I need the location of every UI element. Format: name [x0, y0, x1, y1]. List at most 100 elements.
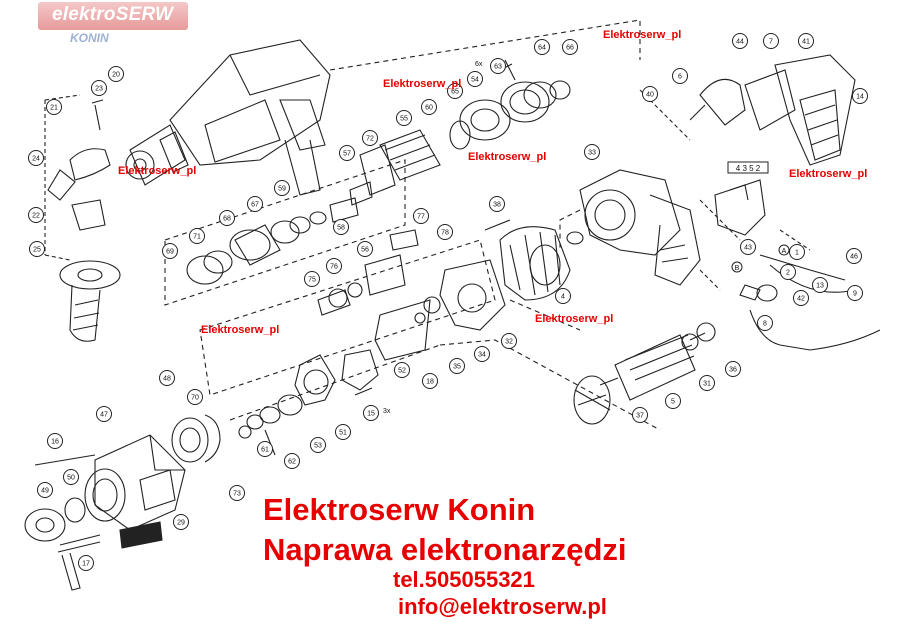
part-callout-circle: [699, 375, 715, 391]
part-number-label: 69: [166, 249, 174, 256]
part-callout-circle: [555, 288, 571, 304]
company-tagline: Naprawa elektronarzędzi: [263, 532, 627, 567]
part-number-label: 56: [361, 247, 369, 254]
part-number-label: 4: [561, 294, 565, 301]
watermark: Elektroserw_pl: [789, 168, 868, 180]
part-callout-circle: [396, 110, 412, 126]
part-number-label: 43: [744, 245, 752, 252]
part-callout-circle: [846, 248, 862, 264]
part-callout-circle: [274, 180, 290, 196]
quantity-3x-label: 3x: [383, 408, 391, 415]
part-callout-circle: [47, 433, 63, 449]
part-number-label: 71: [193, 234, 201, 241]
company-phone: tel.505055321: [393, 567, 535, 592]
part-callout-circle: [394, 362, 410, 378]
part-callout-circle: [162, 243, 178, 259]
part-callout-circle: [501, 333, 517, 349]
part-callout-circle: [798, 33, 814, 49]
part-number-label: 13: [816, 283, 824, 290]
company-email: info@elektroserw.pl: [398, 594, 607, 619]
svg-text:A: A: [782, 248, 787, 255]
part-number-label: 22: [32, 213, 40, 220]
part-number-label: 78: [441, 230, 449, 237]
company-name: Elektroserw Konin: [263, 492, 536, 527]
part-number-label: 59: [278, 186, 286, 193]
part-number-label: 61: [261, 447, 269, 454]
part-callout-circle: [173, 514, 189, 530]
motor-stator-drawing: [484, 219, 584, 301]
gear-housing-drawing: [24, 434, 186, 591]
quantity-6x-label: 6x: [475, 61, 483, 68]
part-callout-circle: [421, 99, 437, 115]
part-number-label: 38: [493, 202, 501, 209]
part-number-label: 53: [314, 443, 322, 450]
part-callout-circle: [413, 208, 429, 224]
part-number-label: 6: [678, 74, 682, 81]
gearbox-parts-lower: [171, 349, 379, 463]
part-number-callouts: 1245678913141516171820212223242529313233…: [28, 33, 868, 571]
part-callout-circle: [37, 482, 53, 498]
part-number-label: 7: [769, 39, 773, 46]
part-number-label: 48: [163, 376, 171, 383]
part-callout-circle: [847, 285, 863, 301]
watermark: Elektroserw_pl: [201, 324, 280, 336]
part-number-label: 33: [588, 150, 596, 157]
part-callout-circle: [335, 424, 351, 440]
part-number-label: 2: [786, 270, 790, 277]
part-callout-circle: [187, 389, 203, 405]
part-callout-circle: [740, 239, 756, 255]
part-number-label: 25: [33, 247, 41, 254]
part-callout-circle: [490, 58, 506, 74]
part-callout-circle: [789, 244, 805, 260]
part-callout-circle: [447, 83, 463, 99]
part-callout-circle: [257, 441, 273, 457]
watermark: Elektroserw_pl: [118, 165, 197, 177]
part-number-label: 65: [451, 89, 459, 96]
part-number-label: 9: [853, 291, 857, 298]
part-number-label: 68: [223, 216, 231, 223]
part-number-label: 14: [856, 94, 864, 101]
switch-cable-drawing: [689, 54, 881, 351]
watermark: Elektroserw_pl: [383, 78, 462, 90]
part-number-label: 20: [112, 72, 120, 79]
part-callout-circle: [757, 315, 773, 331]
part-callout-circle: [474, 346, 490, 362]
watermark: Elektroserw_pl: [603, 29, 682, 41]
part-number-label: 64: [538, 45, 546, 52]
part-number-label: 50: [67, 475, 75, 482]
part-callout-circle: [672, 68, 688, 84]
part-callout-circle: [339, 145, 355, 161]
marker-a: A: [778, 244, 790, 256]
part-callout-circle: [665, 393, 681, 409]
part-callout-circle: [642, 86, 658, 102]
part-number-label: 47: [100, 412, 108, 419]
part-callout-circle: [91, 80, 107, 96]
part-callout-circle: [467, 71, 483, 87]
part-callout-circle: [437, 224, 453, 240]
part-callout-circle: [189, 228, 205, 244]
part-callout-circle: [852, 88, 868, 104]
part-number-label: 29: [177, 520, 185, 527]
part-number-label: 31: [703, 381, 711, 388]
part-number-label: 73: [233, 491, 241, 498]
part-callout-circle: [29, 241, 45, 257]
part-number-label: 51: [339, 430, 347, 437]
part-callout-circle: [489, 196, 505, 212]
part-number-label: 57: [343, 151, 351, 158]
part-number-label: 36: [729, 367, 737, 374]
part-number-label: 37: [636, 413, 644, 420]
part-number-label: 75: [308, 277, 316, 284]
part-number-label: 8: [763, 321, 767, 328]
part-callout-circle: [780, 264, 796, 280]
part-callout-circle: [584, 144, 600, 160]
part-number-label: 42: [797, 296, 805, 303]
part-number-label: 63: [494, 64, 502, 71]
drill-body-drawing: [125, 39, 331, 196]
switch-code-box: 4 3 5 2: [727, 161, 769, 174]
part-number-label: 67: [251, 202, 259, 209]
part-callout-circle: [159, 370, 175, 386]
part-callout-circle: [326, 258, 342, 274]
part-callout-circle: [108, 66, 124, 82]
brand-logo-city: KONIN: [70, 31, 109, 45]
part-callout-circle: [96, 406, 112, 422]
